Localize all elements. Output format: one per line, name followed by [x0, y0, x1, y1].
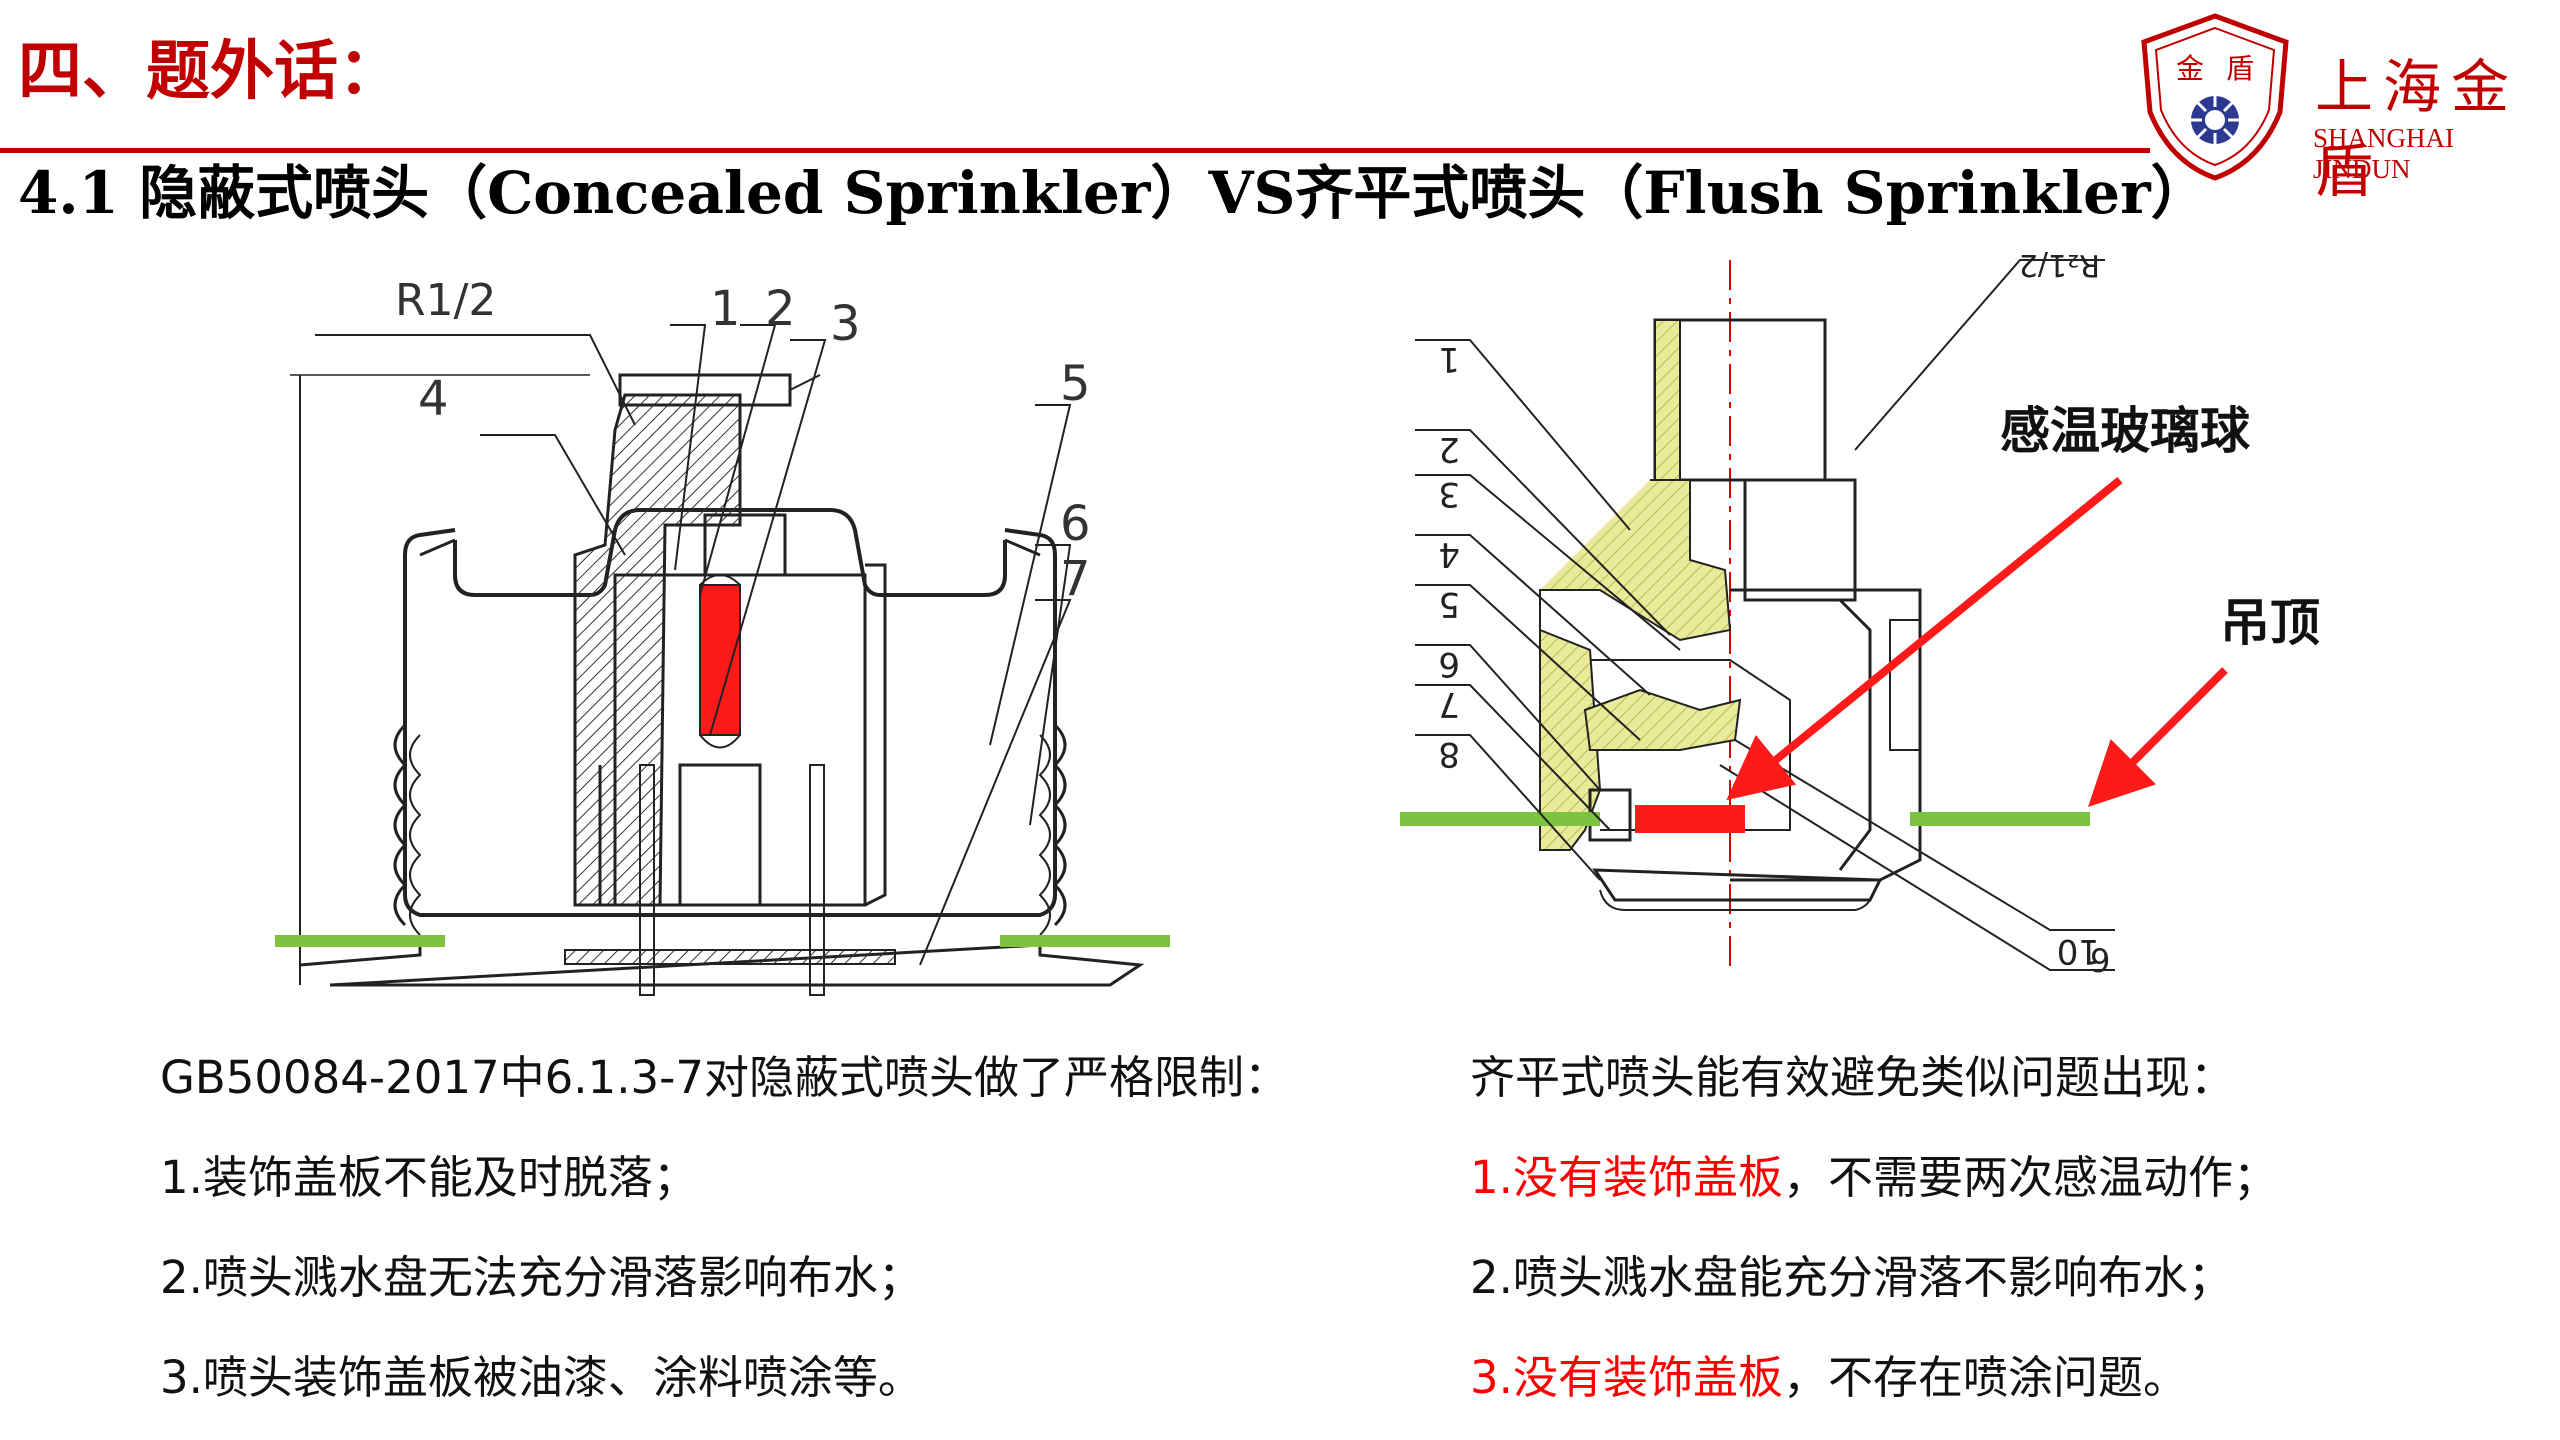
part-label-7: 7 — [1060, 551, 1091, 607]
ceiling-callout: 吊顶 — [2220, 594, 2320, 652]
part-label-1: 1 — [710, 281, 741, 337]
right-part-label-4: 4 — [1438, 534, 1460, 574]
shield-emblem-icon: 金 盾 — [2141, 13, 2289, 181]
right-item-3-rest: ，不存在喷涂问题。 — [1782, 1351, 2188, 1404]
flush-sprinkler-diagram: 1 2 3 4 5 6 7 8 10 9 R₂1/2 感温玻璃球 吊顶 — [1400, 230, 2520, 1000]
left-item-1: 1.装饰盖板不能及时脱落； — [160, 1151, 698, 1204]
thread-label-left: R1/2 — [395, 275, 496, 326]
right-part-label-2: 2 — [1438, 429, 1460, 469]
right-item-1-prefix: 1. — [1470, 1151, 1513, 1204]
right-item-3-highlight: 没有装饰盖板 — [1512, 1351, 1783, 1404]
section-title: 四、题外话： — [18, 34, 402, 109]
company-logo: 金 盾 — [2140, 12, 2290, 182]
ceiling-line-right-b — [1910, 812, 2090, 826]
right-item-1: 1.没有装饰盖板，不需要两次感温动作； — [1470, 1155, 2278, 1200]
right-item-1-rest: ，不需要两次感温动作； — [1782, 1151, 2278, 1204]
right-item-3-prefix: 3. — [1470, 1351, 1513, 1404]
logo-chinese-name: 上海金盾 — [2315, 53, 2520, 205]
right-part-label-1: 1 — [1438, 339, 1460, 379]
logo-english-name: SHANGHAI JINDUN — [2313, 123, 2454, 184]
slide-subtitle: 4.1 隐蔽式喷头（Concealed Sprinkler）VS齐平式喷头（Fl… — [18, 159, 2209, 227]
right-item-2: 2.喷头溅水盘能充分滑落不影响布水； — [1470, 1251, 2233, 1304]
part-label-3: 3 — [830, 296, 861, 352]
badge-char-1: 金 — [2176, 52, 2204, 85]
right-part-label-7: 7 — [1438, 684, 1460, 724]
right-part-label-5: 5 — [1438, 584, 1460, 624]
bulb-arrow — [1726, 476, 2123, 801]
left-item-3: 3.喷头装饰盖板被油漆、涂料喷涂等。 — [160, 1351, 923, 1404]
left-item-2: 2.喷头溅水盘无法充分滑落影响布水； — [160, 1251, 923, 1304]
part-label-5: 5 — [1060, 356, 1091, 412]
right-item-1-highlight: 没有装饰盖板 — [1512, 1151, 1783, 1204]
concealed-sprinkler-diagram: R1/2 1 2 3 4 5 6 7 — [270, 265, 1190, 1005]
right-part-label-10: 10 — [2057, 931, 2100, 971]
right-part-label-8: 8 — [1438, 734, 1460, 774]
right-intro: 齐平式喷头能有效避免类似问题出现： — [1470, 1051, 2236, 1104]
right-part-label-3: 3 — [1438, 474, 1460, 514]
right-part-label-6: 6 — [1438, 644, 1460, 684]
deflector-red-part — [1635, 805, 1745, 833]
part-label-4: 4 — [418, 371, 449, 427]
glass-bulb-callout: 感温玻璃球 — [2000, 402, 2251, 460]
title-divider — [0, 148, 2150, 153]
ceiling-line-right-a — [1400, 812, 1600, 826]
ceiling-line-left-b — [1000, 935, 1170, 947]
ceiling-line-left-a — [275, 935, 445, 947]
right-item-3: 3.没有装饰盖板，不存在喷涂问题。 — [1470, 1355, 2188, 1400]
badge-char-2: 盾 — [2226, 52, 2254, 85]
thread-label-right: R₂1/2 — [2019, 247, 2100, 282]
part-label-6: 6 — [1060, 496, 1091, 552]
part-label-2: 2 — [765, 281, 796, 337]
ceiling-arrow — [2088, 667, 2228, 807]
left-intro: GB50084-2017中6.1.3-7对隐蔽式喷头做了严格限制： — [160, 1051, 1290, 1104]
right-part-label-9: 9 — [2090, 942, 2110, 980]
